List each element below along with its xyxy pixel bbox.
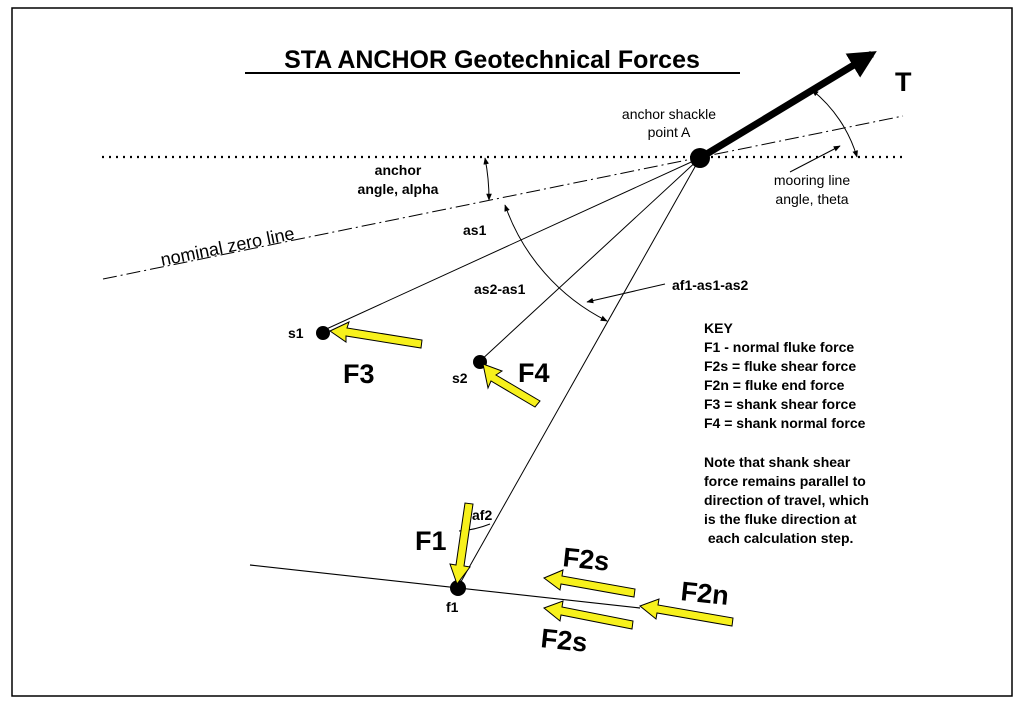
mooring-angle-arc bbox=[811, 89, 858, 158]
anchor-angle-label-line2: angle, alpha bbox=[358, 181, 439, 197]
note-line: Note that shank shear bbox=[704, 454, 851, 470]
key-legend: KEY F1 - normal fluke force F2s = fluke … bbox=[704, 320, 866, 431]
key-item: F3 = shank shear force bbox=[704, 396, 856, 412]
force-label-f1: F1 bbox=[415, 526, 447, 556]
line-to-s2 bbox=[478, 157, 701, 363]
force-label-f3: F3 bbox=[343, 359, 375, 389]
force-arrow-f2s-top bbox=[543, 569, 636, 598]
note-line: is the fluke direction at bbox=[704, 511, 857, 527]
nominal-zero-label: nominal zero line bbox=[159, 223, 296, 270]
force-arrow-f1 bbox=[449, 502, 474, 586]
key-note: Note that shank shear force remains para… bbox=[704, 454, 869, 546]
line-to-f1 bbox=[457, 157, 701, 588]
note-line: force remains parallel to bbox=[704, 473, 866, 489]
f1-label: f1 bbox=[446, 599, 459, 615]
as-angle-arc bbox=[504, 204, 608, 322]
mooring-pointer-arrow bbox=[789, 145, 841, 173]
as2-as1-label: as2-as1 bbox=[474, 281, 526, 297]
af2-label: af2 bbox=[472, 507, 492, 523]
key-item: F4 = shank normal force bbox=[704, 415, 866, 431]
shackle-label-line2: point A bbox=[648, 124, 691, 140]
point-f1 bbox=[450, 580, 466, 596]
note-line: direction of travel, which bbox=[704, 492, 869, 508]
point-s1 bbox=[316, 326, 330, 340]
force-arrow-f2s-bottom bbox=[543, 600, 634, 630]
mooring-angle-label-line2: angle, theta bbox=[775, 191, 848, 207]
note-line: each calculation step. bbox=[704, 530, 853, 546]
af1-as1-as2-label: af1-as1-as2 bbox=[672, 277, 748, 293]
force-arrow-f4 bbox=[482, 363, 541, 408]
force-label-f2s-top: F2s bbox=[561, 542, 610, 577]
s2-label: s2 bbox=[452, 370, 468, 386]
force-arrow-f2n bbox=[639, 598, 734, 627]
key-heading: KEY bbox=[704, 320, 733, 336]
key-item: F2n = fluke end force bbox=[704, 377, 845, 393]
frame-border bbox=[11, 7, 1013, 697]
force-label-f2s-bottom: F2s bbox=[539, 623, 588, 658]
shackle-point-a bbox=[690, 148, 710, 168]
mooring-line bbox=[698, 51, 877, 161]
force-label-f4: F4 bbox=[518, 358, 550, 388]
s1-label: s1 bbox=[288, 325, 304, 341]
key-item: F1 - normal fluke force bbox=[704, 339, 854, 355]
tension-label: T bbox=[895, 67, 912, 97]
as1-label: as1 bbox=[463, 222, 487, 238]
fluke-line bbox=[249, 564, 641, 609]
force-arrow-f3 bbox=[329, 321, 423, 349]
af-pointer-arrow bbox=[586, 283, 666, 304]
diagram-title: STA ANCHOR Geotechnical Forces bbox=[284, 46, 700, 74]
mooring-angle-label-line1: mooring line bbox=[774, 172, 850, 188]
anchor-angle-arc bbox=[483, 157, 492, 201]
key-item: F2s = fluke shear force bbox=[704, 358, 856, 374]
force-label-f2n: F2n bbox=[679, 576, 730, 611]
nominal-zero-line bbox=[102, 115, 904, 280]
shackle-label-line1: anchor shackle bbox=[622, 106, 716, 122]
anchor-angle-label-line1: anchor bbox=[375, 162, 422, 178]
